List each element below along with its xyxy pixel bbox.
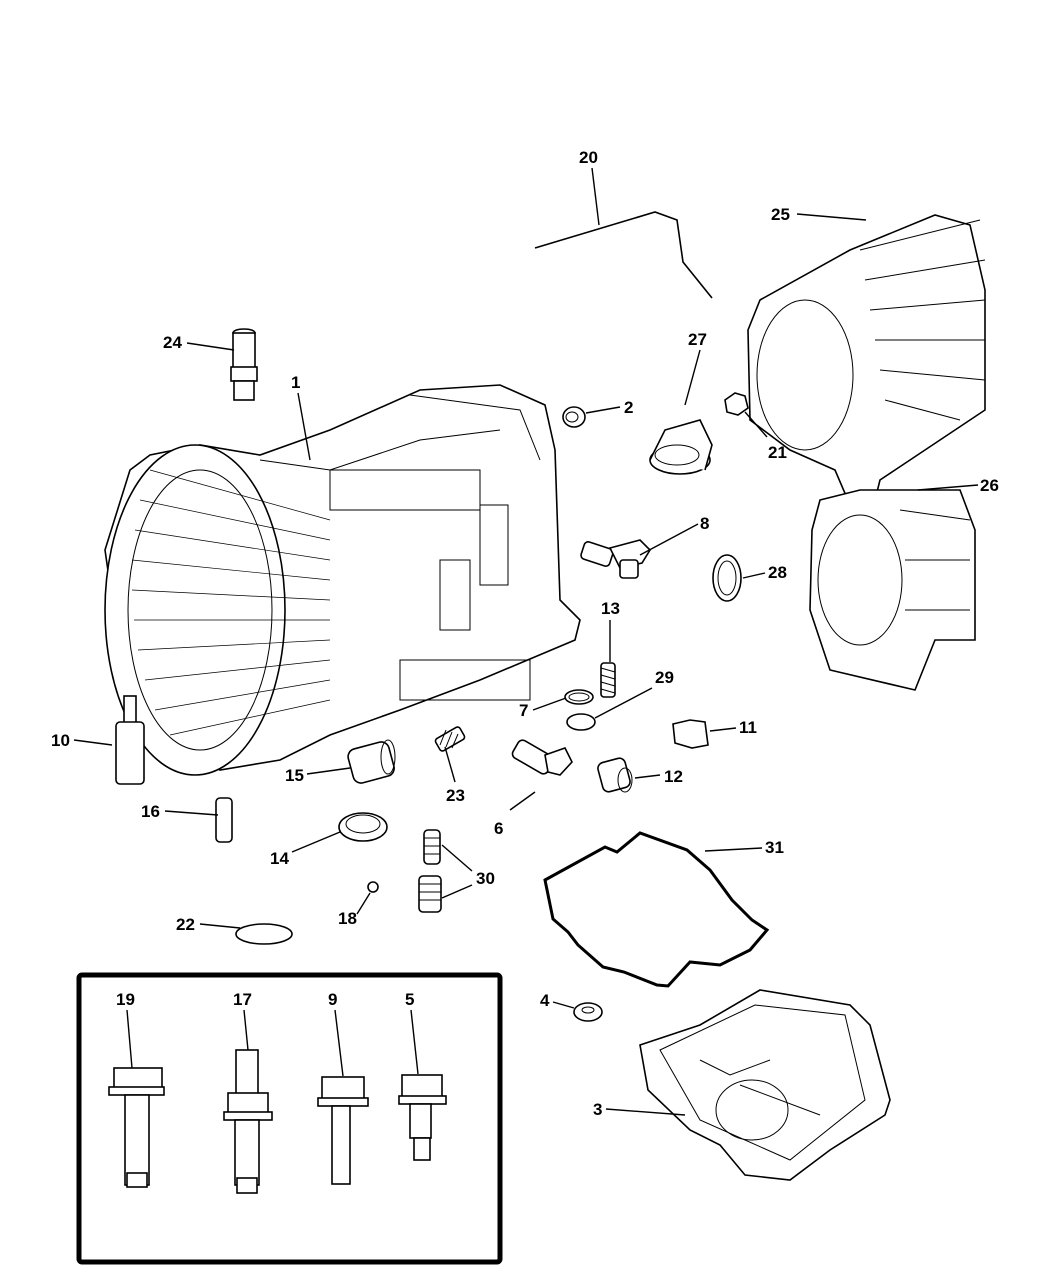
- callout-19: 19: [116, 990, 135, 1009]
- callout-26: 26: [980, 476, 999, 495]
- part-15-sleeve[interactable]: [346, 739, 396, 785]
- callout-24: 24: [163, 333, 182, 352]
- part-6-sensor[interactable]: [511, 738, 573, 776]
- callout-11: 11: [739, 718, 757, 737]
- part-8-speed-sensor[interactable]: [580, 539, 652, 579]
- part-10-accumulator[interactable]: [115, 695, 145, 785]
- part-1-transmission-case[interactable]: [104, 384, 581, 776]
- part-3-oil-pan[interactable]: [639, 989, 891, 1181]
- part-17-stud[interactable]: [223, 1049, 273, 1194]
- part-14-seal[interactable]: [338, 812, 388, 842]
- callout-16: 16: [141, 802, 160, 821]
- callout-15: 15: [285, 766, 304, 785]
- callout-14: 14: [270, 849, 289, 868]
- callout-labels: 24 1 20 25 27 2 21 26 8 28 13 29 7 11 12…: [51, 148, 999, 1119]
- callout-13: 13: [601, 599, 620, 618]
- callout-1: 1: [291, 373, 300, 392]
- part-11-plug[interactable]: [672, 719, 709, 749]
- callout-20: 20: [579, 148, 598, 167]
- part-27-seal[interactable]: [649, 419, 713, 475]
- part-13-spring[interactable]: [600, 662, 616, 698]
- part-16-pin[interactable]: [215, 797, 233, 843]
- part-12-bushing[interactable]: [597, 757, 633, 793]
- callout-3: 3: [593, 1100, 602, 1119]
- part-31-gasket[interactable]: [543, 831, 770, 988]
- part-18-ring[interactable]: [367, 881, 379, 893]
- callout-12: 12: [664, 767, 683, 786]
- part-22-snap-ring[interactable]: [235, 923, 293, 945]
- bolt-inset-box: [76, 972, 503, 1265]
- callout-25: 25: [771, 205, 790, 224]
- callout-8: 8: [700, 514, 709, 533]
- part-2-plug[interactable]: [562, 406, 586, 428]
- part-30-springs[interactable]: [418, 829, 442, 913]
- part-28-seal-ring[interactable]: [712, 554, 742, 602]
- callout-21: 21: [768, 443, 787, 462]
- part-7-o-ring[interactable]: [564, 689, 594, 705]
- part-5-bolt[interactable]: [398, 1074, 447, 1161]
- part-4-washer[interactable]: [573, 1002, 603, 1022]
- callout-17: 17: [233, 990, 252, 1009]
- part-21-plug[interactable]: [724, 392, 749, 416]
- part-29-o-ring[interactable]: [566, 713, 596, 731]
- callout-23: 23: [446, 786, 465, 805]
- callout-27: 27: [688, 330, 707, 349]
- callout-6: 6: [494, 819, 503, 838]
- callout-22: 22: [176, 915, 195, 934]
- callout-30: 30: [476, 869, 495, 888]
- part-20-tube[interactable]: [534, 211, 713, 299]
- callout-18: 18: [338, 909, 357, 928]
- callout-29: 29: [655, 668, 674, 687]
- part-24-fitting[interactable]: [230, 328, 258, 401]
- callout-9: 9: [328, 990, 337, 1009]
- callout-2: 2: [624, 398, 633, 417]
- callout-28: 28: [768, 563, 787, 582]
- callout-10: 10: [51, 731, 70, 750]
- callout-5: 5: [405, 990, 414, 1009]
- part-19-bolt[interactable]: [108, 1067, 165, 1188]
- callout-7: 7: [519, 701, 528, 720]
- part-9-bolt[interactable]: [317, 1076, 369, 1185]
- callout-31: 31: [765, 838, 784, 857]
- leader-lines: [73, 167, 979, 1116]
- callout-4: 4: [540, 991, 550, 1010]
- part-26-adapter-housing[interactable]: [809, 489, 976, 691]
- part-23-spring[interactable]: [434, 726, 466, 752]
